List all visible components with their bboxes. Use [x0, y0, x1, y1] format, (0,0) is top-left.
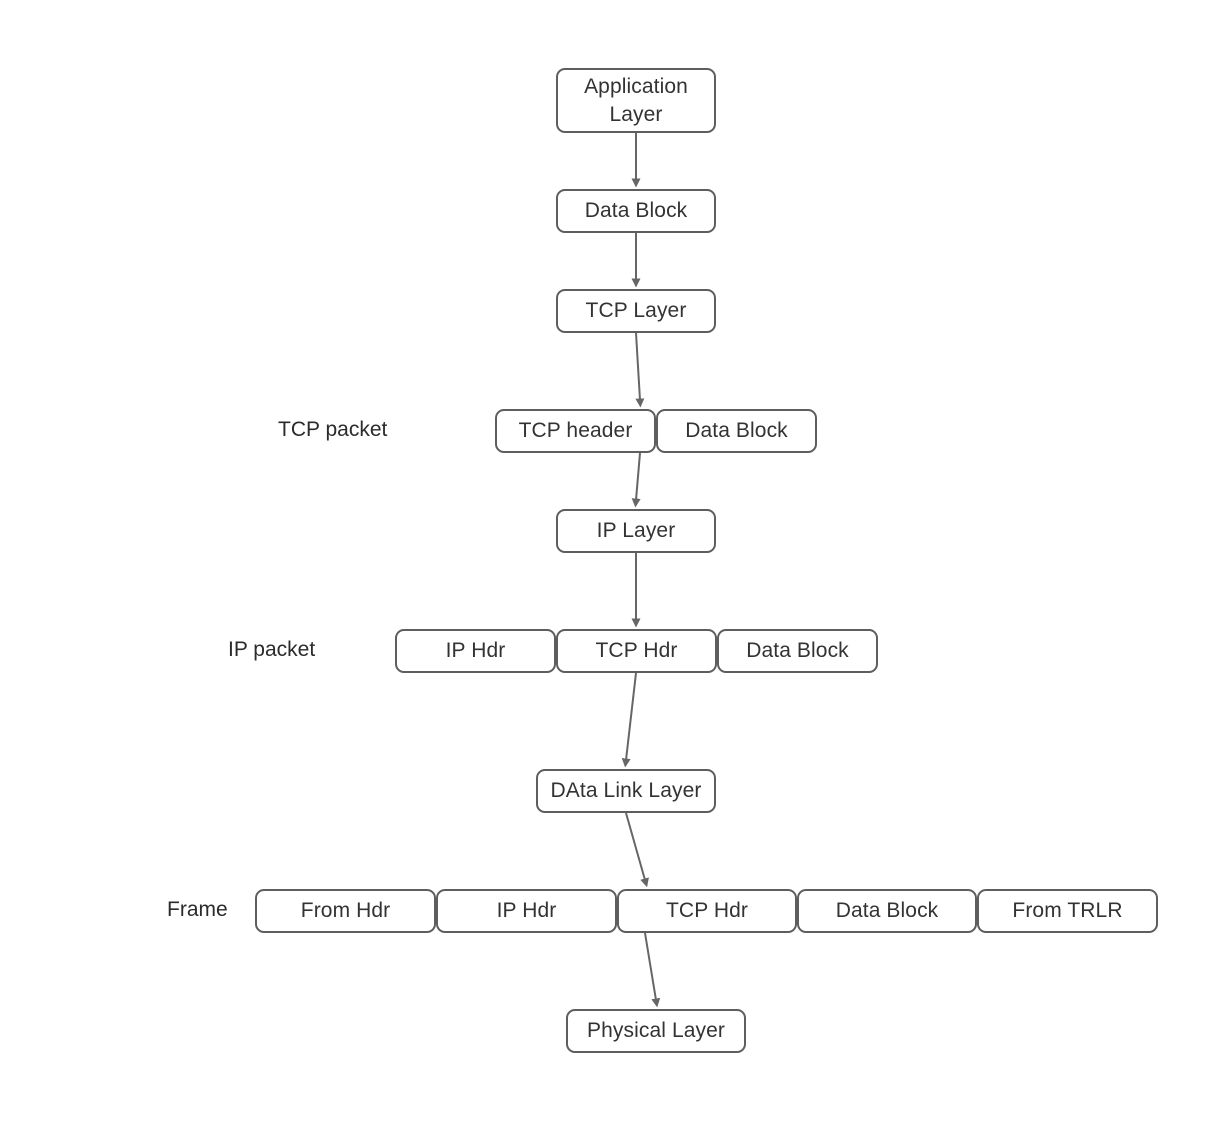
node-data-link-layer-label: DAta Link Layer [550, 779, 702, 803]
node-data-block[interactable]: Data Block [556, 189, 716, 233]
node-application-layer-label: Application Layer [584, 75, 688, 126]
edge-tcppacket-to-iplayer [631, 452, 641, 508]
frame-segment-data-block[interactable]: Data Block [797, 889, 977, 933]
node-application-layer[interactable]: Application Layer [556, 68, 716, 133]
frame-segment-tcp-hdr[interactable]: TCP Hdr [617, 889, 797, 933]
ip-packet-segment-tcp-hdr-label: TCP Hdr [595, 639, 678, 663]
frame-segment-from-trlr-label: From TRLR [1012, 899, 1123, 923]
frame-segment-from-trlr[interactable]: From TRLR [977, 889, 1158, 933]
node-data-block-label: Data Block [584, 199, 688, 223]
tcp-packet-segment-tcp-header-label: TCP header [518, 419, 633, 443]
ip-packet-segment-data-block-label: Data Block [746, 639, 849, 663]
frame-segment-from-hdr-label: From Hdr [300, 899, 391, 923]
tcp-packet-segment-tcp-header[interactable]: TCP header [495, 409, 656, 453]
frame-row-label: Frame [167, 898, 228, 921]
frame-segment-ip-hdr-label: IP Hdr [496, 899, 557, 923]
node-physical-layer-label: Physical Layer [587, 1019, 725, 1043]
ip-packet-row-label: IP packet [228, 638, 316, 661]
node-ip-layer[interactable]: IP Layer [556, 509, 716, 553]
node-ip-layer-label: IP Layer [596, 519, 676, 543]
tcp-packet-segment-data-block-label: Data Block [685, 419, 788, 443]
frame-segment-data-block-label: Data Block [835, 899, 939, 923]
tcp-packet-segment-data-block[interactable]: Data Block [656, 409, 817, 453]
ip-packet-segment-data-block[interactable]: Data Block [717, 629, 878, 673]
edge-tcplayer-to-tcppacket [635, 332, 645, 408]
ip-packet-segment-tcp-hdr[interactable]: TCP Hdr [556, 629, 717, 673]
frame-segment-from-hdr[interactable]: From Hdr [255, 889, 436, 933]
ip-packet-segment-ip-hdr[interactable]: IP Hdr [395, 629, 556, 673]
node-tcp-layer-label: TCP Layer [585, 299, 687, 323]
node-data-link-layer[interactable]: DAta Link Layer [536, 769, 716, 813]
ip-packet-segment-ip-hdr-label: IP Hdr [445, 639, 506, 663]
node-tcp-layer[interactable]: TCP Layer [556, 289, 716, 333]
edge-frame-to-physicallayer [644, 932, 661, 1008]
node-physical-layer[interactable]: Physical Layer [566, 1009, 746, 1053]
frame-segment-ip-hdr[interactable]: IP Hdr [436, 889, 617, 933]
edge-datalinklayer-to-frame [625, 812, 649, 888]
edge-ippacket-to-datalinklayer [621, 672, 637, 768]
frame-segment-tcp-hdr-label: TCP Hdr [666, 899, 748, 923]
tcp-packet-row-label: TCP packet [278, 418, 388, 441]
